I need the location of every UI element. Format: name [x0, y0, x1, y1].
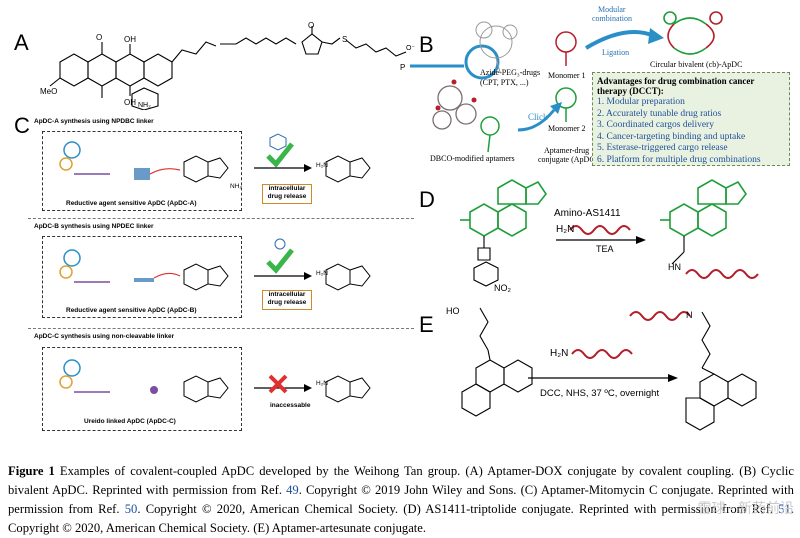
caption-text-3: . Copyright © 2020, American Chemical So…	[137, 502, 779, 516]
label-h2n-product-b: H₂N	[316, 270, 328, 277]
box-apdc-b	[42, 236, 242, 318]
label-oh-top: OH	[124, 35, 136, 44]
dna-wave-reagent-e	[571, 349, 633, 359]
label-h2n-product-a: H₂N	[316, 162, 328, 169]
label-s: S	[342, 35, 347, 44]
caption-apdc-c: Ureido linked ApDC (ApDC-C)	[84, 418, 176, 425]
advantages-box: Advantages for drug combination cancer t…	[592, 72, 790, 166]
panel-b-schematic	[432, 11, 723, 153]
panel-letter-b: B	[419, 32, 434, 57]
label-no2: NO₂	[494, 283, 511, 293]
label-o-minus: O⁻	[406, 45, 415, 52]
label-oh-bottom: OH	[124, 98, 136, 107]
label-hn-d: HN	[668, 262, 681, 272]
label-p: P	[400, 63, 405, 72]
label-apdc: Aptamer-drug	[544, 146, 590, 155]
label-click: Click	[528, 112, 548, 122]
label-azide-sub: (CPT, PTX, ...)	[480, 78, 529, 87]
advantage-item: 1. Modular preparation	[597, 97, 685, 107]
dna-wave-product-e	[629, 311, 691, 321]
caption-text-4: . Copyright © 2020, American Chemical So…	[8, 502, 794, 535]
label-inaccessible: inaccessable	[270, 402, 311, 409]
label-tea: TEA	[596, 244, 614, 254]
advantage-item: 4. Cancer-targeting binding and uptake	[597, 131, 746, 142]
watermark: 雪球 · 新药前沿	[697, 500, 794, 516]
caption-apdc-a: Reductive agent sensitive ApDC (ApDC-A)	[66, 200, 197, 207]
separator-2	[28, 328, 414, 329]
advantage-item: 2. Accurately tunable drug ratios	[597, 108, 722, 119]
panel-letter-c: C	[14, 113, 30, 138]
separator-1	[28, 218, 414, 219]
label-h2n-product-c: H₂N	[316, 380, 328, 387]
linker-npdec	[134, 278, 154, 282]
caption-text-1: Examples of covalent-coupled ApDC develo…	[8, 464, 795, 497]
title-apdc-a: ApDC-A synthesis using NPDBC linker	[34, 118, 154, 125]
caption-fig-label: Figure 1	[8, 464, 55, 478]
check-icon-b	[266, 248, 294, 274]
release-box-a: intracellular drug release	[262, 184, 312, 204]
advantage-item: 5. Esterase-triggered cargo release	[597, 143, 728, 154]
label-h2n-e: H₂N	[550, 348, 569, 359]
ureido-linker	[150, 386, 158, 394]
panel-c-structures	[59, 133, 371, 403]
panel-a-aptamer: P O⁻	[400, 44, 500, 80]
panel-letter-a: A	[14, 30, 29, 55]
label-n-e: N	[686, 310, 693, 320]
panel-e-scheme	[461, 307, 757, 431]
label-apdc2: conjugate (ApDC)	[538, 155, 598, 164]
panel-letter-d: D	[419, 187, 435, 212]
label-circular: Circular bivalent (cb)-ApDC	[650, 60, 743, 69]
caption-text-2: . Copyright © 2019 John Wiley and Sons. …	[8, 483, 794, 516]
check-icon-a	[266, 142, 294, 168]
panel-letter-e: E	[419, 312, 434, 337]
title-apdc-b: ApDC-B synthesis using NPDEC linker	[34, 223, 154, 230]
label-azide: Azide-PEG₃-drugs	[480, 68, 541, 77]
box-apdc-a	[42, 131, 242, 211]
caption-ref-49[interactable]: 49	[286, 483, 299, 497]
dna-wave-product	[685, 269, 759, 279]
box-apdc-c	[42, 347, 242, 431]
label-o-top: O	[96, 33, 102, 42]
label-conditions: DCC, NHS, 37 ºC, overnight	[540, 388, 660, 399]
label-ho-e: HO	[446, 306, 460, 316]
advantage-item: 3. Coordinated cargos delivery	[597, 120, 714, 131]
aptamer-hairpin-a	[59, 141, 110, 175]
caption-ref-50[interactable]: 50	[124, 502, 138, 516]
label-meo: MeO	[40, 87, 57, 96]
linker-npdbc	[134, 168, 150, 180]
release-box-b: intracellular drug release	[262, 290, 312, 310]
label-dbco: DBCO-modified aptamers	[430, 154, 515, 163]
figure-caption: Figure 1 Examples of covalent-coupled Ap…	[8, 462, 794, 538]
advantages-title: Advantages for drug combination cancer t…	[597, 76, 755, 96]
title-apdc-c: ApDC-C synthesis using non-cleavable lin…	[34, 333, 175, 340]
label-combination: combination	[592, 14, 632, 23]
label-monomer1: Monomer 1	[548, 71, 586, 80]
label-monomer2: Monomer 2	[548, 124, 586, 133]
panel-a-structure: O O OH OH MeO S NH₂	[40, 21, 407, 110]
dna-wave-reagent	[569, 225, 631, 235]
panel-d-scheme	[460, 179, 759, 287]
label-o-maleimide: O	[308, 21, 314, 30]
label-nh2-a: NH₂	[230, 183, 242, 190]
caption-apdc-b: Reductive agent sensitive ApDC (ApDC-B)	[66, 307, 197, 314]
label-ligation: Ligation	[602, 48, 630, 57]
label-h2n-d: H₂N	[556, 224, 575, 235]
advantage-item: 6. Platform for multiple drug combinatio…	[597, 154, 761, 165]
label-amino-as1411: Amino-AS1411	[554, 208, 621, 219]
cross-icon	[268, 374, 288, 394]
label-modular: Modular	[598, 5, 626, 14]
caption-ref-51[interactable]: 51	[778, 502, 791, 516]
label-nh2: NH₂	[138, 102, 151, 109]
